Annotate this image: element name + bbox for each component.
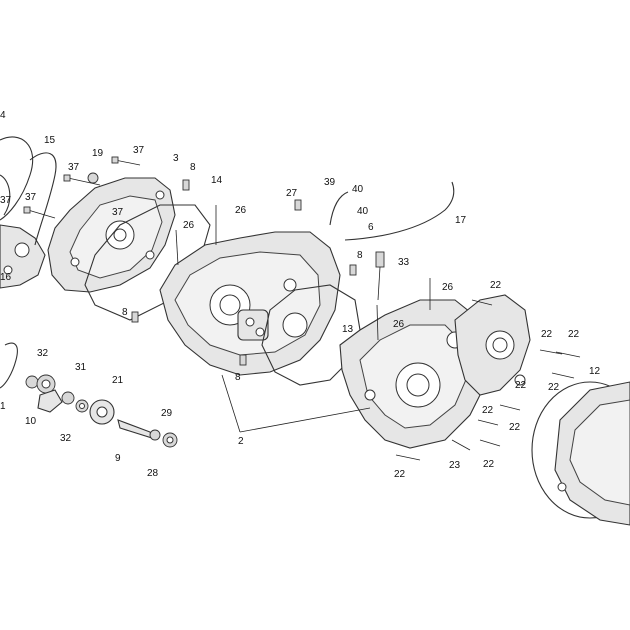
callout-17: 17	[455, 215, 467, 226]
callout-9: 9	[115, 453, 121, 464]
callout-14: 14	[211, 175, 223, 186]
callout-26: 26	[183, 220, 195, 231]
callout-6: 6	[368, 222, 374, 233]
callout-39: 39	[324, 177, 336, 188]
callout-29: 29	[161, 408, 173, 419]
callout-37: 37	[112, 207, 124, 218]
callout-40: 40	[357, 206, 369, 217]
callout-37: 37	[68, 162, 80, 173]
callout-3: 3	[173, 153, 179, 164]
callout-12: 12	[589, 366, 601, 377]
callout-22: 22	[548, 382, 560, 393]
callout-28: 28	[147, 468, 159, 479]
callout-37: 37	[133, 145, 145, 156]
callout-32: 32	[37, 348, 49, 359]
clip-39	[329, 191, 349, 226]
callout-8: 8	[122, 307, 128, 318]
callout-22: 22	[509, 422, 521, 433]
shaft-parts	[0, 342, 178, 448]
callout-15: 15	[44, 135, 56, 146]
callout-37: 37	[25, 192, 37, 203]
callout-19: 19	[92, 148, 104, 159]
right-side-case	[454, 294, 531, 396]
bolts	[23, 156, 581, 461]
callout-23: 23	[449, 460, 461, 471]
clutch-cover-outer	[0, 136, 46, 289]
gasket-26-left	[84, 204, 211, 321]
gasket-15	[29, 152, 57, 246]
callout-8: 8	[235, 372, 241, 383]
callout-22: 22	[394, 469, 406, 480]
ignition-cover	[531, 381, 630, 526]
callout-37: 37	[0, 195, 12, 206]
callout-4: 4	[0, 110, 6, 121]
callout-22: 22	[483, 459, 495, 470]
callout-26: 26	[235, 205, 247, 216]
crankcase-right-half	[339, 299, 491, 449]
callout-16: 16	[0, 272, 12, 283]
callout-22: 22	[490, 280, 502, 291]
callout-10: 10	[25, 416, 37, 427]
callout-32: 32	[60, 433, 72, 444]
tube-17	[344, 181, 455, 241]
callout-2-leaders	[221, 374, 371, 433]
crankcase-left-half	[159, 231, 341, 376]
callout-33: 33	[398, 257, 410, 268]
callout-27: 27	[286, 188, 298, 199]
callout-labels: 4 15 37 19 3 8 37 37 37 37 16 14 26 26 2…	[0, 110, 601, 480]
callout-22: 22	[541, 329, 553, 340]
callout-22: 22	[568, 329, 580, 340]
callout-40: 40	[352, 184, 364, 195]
callout-13: 13	[342, 324, 354, 335]
callout-22: 22	[515, 380, 527, 391]
callout-31: 31	[75, 362, 87, 373]
callout-2: 2	[238, 436, 244, 447]
callout-21: 21	[112, 375, 124, 386]
callout-22: 22	[482, 405, 494, 416]
callout-26: 26	[393, 319, 405, 330]
callout-8: 8	[190, 162, 196, 173]
callout-8: 8	[357, 250, 363, 261]
callout-26: 26	[442, 282, 454, 293]
callout-1: 1	[0, 401, 6, 412]
